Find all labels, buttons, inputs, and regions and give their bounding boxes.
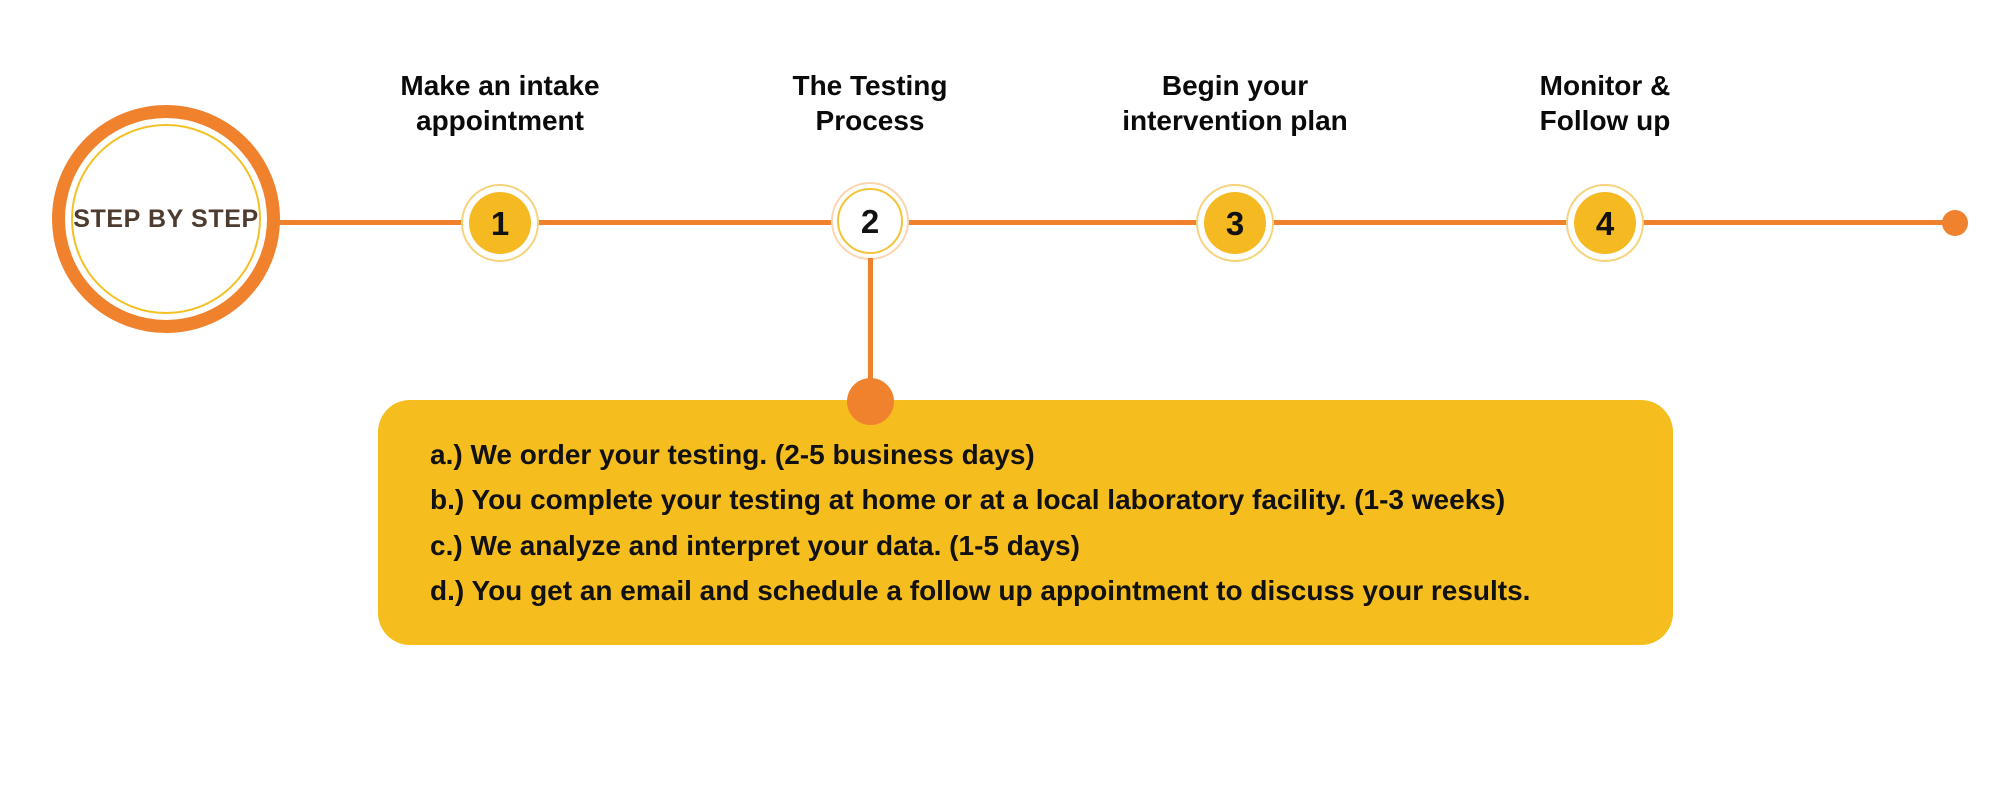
step-caption-4-line2: Follow up xyxy=(1539,105,1671,137)
step-node-2-number: 2 xyxy=(860,202,880,240)
step-node-2-disc xyxy=(837,188,903,254)
step-caption-2: The Testing Process xyxy=(720,68,1020,139)
step-caption-1-line1: Make an intake xyxy=(400,70,600,101)
step-node-1[interactable]: 1 xyxy=(461,184,539,262)
step-caption-4: Monitor & Follow up xyxy=(1455,68,1755,139)
step-node-1-disc xyxy=(469,192,531,254)
step-caption-2-line2: Process xyxy=(815,105,925,137)
step-caption-3: Begin your intervention plan xyxy=(1085,68,1385,139)
timeline-end-dot-icon xyxy=(1942,210,1968,236)
step-caption-3-line2: intervention plan xyxy=(1122,105,1348,137)
step-node-1-number: 1 xyxy=(490,204,510,242)
testing-process-callout: a.) We order your testing. (2-5 business… xyxy=(378,400,1673,645)
step-node-3-disc xyxy=(1204,192,1266,254)
callout-connector-dot-icon xyxy=(847,378,894,425)
step-caption-1: Make an intake appointment xyxy=(350,68,650,139)
step-caption-3-line1: Begin your xyxy=(1161,70,1309,101)
callout-line-d: d.) You get an email and schedule a foll… xyxy=(430,575,1531,607)
step-caption-2-line1: The Testing xyxy=(792,70,948,101)
step-node-3[interactable]: 3 xyxy=(1196,184,1274,262)
callout-connector-line xyxy=(868,258,873,403)
step-caption-4-line1: Monitor & xyxy=(1539,70,1671,101)
hub-label: STEP BY STEP xyxy=(73,204,259,233)
callout-line-a: a.) We order your testing. (2-5 business… xyxy=(430,439,1035,470)
callout-line-b: b.) You complete your testing at home or… xyxy=(430,484,1506,516)
step-node-4-number: 4 xyxy=(1595,204,1615,242)
callout-line-c: c.) We analyze and interpret your data. … xyxy=(430,529,1080,561)
step-caption-1-line2: appointment xyxy=(416,105,584,137)
step-node-3-number: 3 xyxy=(1225,204,1245,242)
step-node-4[interactable]: 4 xyxy=(1566,184,1644,262)
timeline-rail xyxy=(278,220,1950,225)
step-node-4-disc xyxy=(1574,192,1636,254)
step-node-2[interactable]: 2 xyxy=(831,182,909,260)
step-by-step-hub: STEP BY STEP xyxy=(52,105,280,333)
